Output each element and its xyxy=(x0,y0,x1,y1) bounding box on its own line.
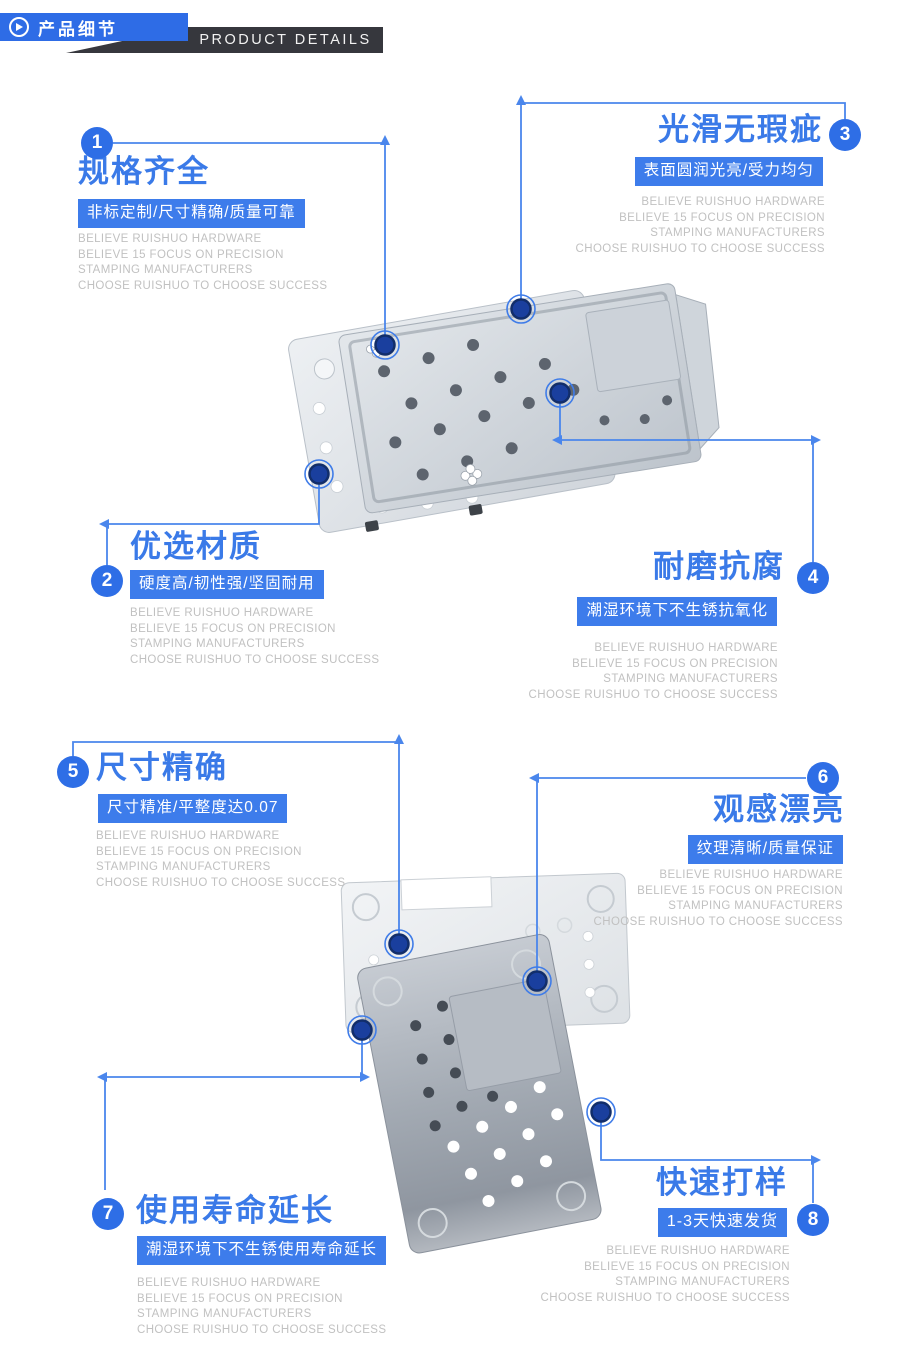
english-line: STAMPING MANUFACTURERS xyxy=(78,264,253,276)
english-line: STAMPING MANUFACTURERS xyxy=(603,673,778,685)
feature-7-tag: 潮湿环境下不生锈使用寿命延长 xyxy=(137,1236,387,1265)
english-line: STAMPING MANUFACTURERS xyxy=(668,900,843,912)
feature-1-title: 规格齐全 xyxy=(78,154,210,189)
callout-dot xyxy=(370,330,400,360)
callout-dot xyxy=(506,294,536,324)
english-line: BELIEVE 15 FOCUS ON PRECISION xyxy=(637,884,843,897)
feature-2-english: BELIEVE RUISHUO HARDWARE BELIEVE 15 FOCU… xyxy=(130,606,379,668)
english-line: BELIEVE RUISHUO HARDWARE xyxy=(606,1245,790,1257)
english-line: CHOOSE RUISHUO TO CHOOSE SUCCESS xyxy=(137,1323,387,1336)
feature-4-title: 耐磨抗腐 xyxy=(653,549,785,584)
feature-6-number: 6 xyxy=(807,762,839,794)
english-line: BELIEVE RUISHUO HARDWARE xyxy=(78,233,262,245)
english-line: BELIEVE RUISHUO HARDWARE xyxy=(641,196,825,208)
play-circle-icon xyxy=(9,17,29,37)
english-line: STAMPING MANUFACTURERS xyxy=(615,1276,790,1288)
feature-1-english: BELIEVE RUISHUO HARDWARE BELIEVE 15 FOCU… xyxy=(78,232,327,294)
feature-6-english: BELIEVE RUISHUO HARDWARE BELIEVE 15 FOCU… xyxy=(594,868,843,930)
callout-line-8 xyxy=(600,1117,814,1203)
english-line: BELIEVE RUISHUO HARDWARE xyxy=(137,1277,321,1289)
feature-2-number: 2 xyxy=(91,565,123,597)
english-line: CHOOSE RUISHUO TO CHOOSE SUCCESS xyxy=(528,688,778,701)
feature-7-title: 使用寿命延长 xyxy=(136,1193,334,1228)
english-line: CHOOSE RUISHUO TO CHOOSE SUCCESS xyxy=(78,279,328,292)
feature-8-english: BELIEVE RUISHUO HARDWARE BELIEVE 15 FOCU… xyxy=(541,1244,790,1306)
english-line: STAMPING MANUFACTURERS xyxy=(650,227,825,239)
english-line: CHOOSE RUISHUO TO CHOOSE SUCCESS xyxy=(575,242,825,255)
banner-title-en: PRODUCT DETAILS xyxy=(199,32,372,48)
feature-7-number: 7 xyxy=(92,1198,124,1230)
feature-4-english: BELIEVE RUISHUO HARDWARE BELIEVE 15 FOCU… xyxy=(529,641,778,703)
callout-line-3 xyxy=(520,102,846,299)
feature-8-tag: 1-3天快速发货 xyxy=(657,1208,787,1237)
feature-6-title: 观感漂亮 xyxy=(713,792,845,827)
english-line: CHOOSE RUISHUO TO CHOOSE SUCCESS xyxy=(96,876,346,889)
callout-arrowheads xyxy=(97,95,821,1165)
callout-dot xyxy=(304,459,334,489)
callout-line-7 xyxy=(104,1036,363,1190)
callout-dots xyxy=(304,294,616,1127)
english-line: BELIEVE 15 FOCUS ON PRECISION xyxy=(96,845,302,858)
english-line: BELIEVE RUISHUO HARDWARE xyxy=(659,869,843,881)
feature-1-number: 1 xyxy=(81,127,113,159)
callout-line-2 xyxy=(106,479,320,565)
feature-1-tag: 非标定制/尺寸精确/质量可靠 xyxy=(78,199,305,228)
callout-dot xyxy=(545,378,575,408)
feature-2-tag: 硬度高/韧性强/坚固耐用 xyxy=(130,570,324,599)
english-line: CHOOSE RUISHUO TO CHOOSE SUCCESS xyxy=(540,1291,790,1304)
english-line: STAMPING MANUFACTURERS xyxy=(137,1308,312,1320)
english-line: CHOOSE RUISHUO TO CHOOSE SUCCESS xyxy=(593,915,843,928)
english-line: BELIEVE RUISHUO HARDWARE xyxy=(96,830,280,842)
blue-banner: 产品细节 xyxy=(0,13,188,41)
feature-4-number: 4 xyxy=(797,562,829,594)
english-line: BELIEVE RUISHUO HARDWARE xyxy=(130,607,314,619)
feature-5-number: 5 xyxy=(57,756,89,788)
feature-5-title: 尺寸精确 xyxy=(96,750,228,785)
feature-3-english: BELIEVE RUISHUO HARDWARE BELIEVE 15 FOCU… xyxy=(576,195,825,257)
english-line: CHOOSE RUISHUO TO CHOOSE SUCCESS xyxy=(130,653,380,666)
feature-3-number: 3 xyxy=(829,119,861,151)
english-line: BELIEVE 15 FOCUS ON PRECISION xyxy=(572,657,778,670)
feature-4-tag: 潮湿环境下不生锈抗氧化 xyxy=(577,597,777,626)
product-photo-2 xyxy=(340,872,631,1254)
feature-3-title: 光滑无瑕疵 xyxy=(658,112,823,147)
feature-5-english: BELIEVE RUISHUO HARDWARE BELIEVE 15 FOCU… xyxy=(96,829,345,891)
english-line: BELIEVE 15 FOCUS ON PRECISION xyxy=(584,1260,790,1273)
callout-dot xyxy=(522,966,552,996)
english-line: BELIEVE RUISHUO HARDWARE xyxy=(594,642,778,654)
english-line: BELIEVE 15 FOCUS ON PRECISION xyxy=(619,211,825,224)
english-line: BELIEVE 15 FOCUS ON PRECISION xyxy=(130,622,336,635)
feature-7-english: BELIEVE RUISHUO HARDWARE BELIEVE 15 FOCU… xyxy=(137,1276,386,1338)
callout-dot xyxy=(586,1097,616,1127)
callout-dot xyxy=(347,1015,377,1045)
product-photo-1 xyxy=(288,283,720,533)
feature-8-number: 8 xyxy=(797,1204,829,1236)
english-line: STAMPING MANUFACTURERS xyxy=(130,638,305,650)
feature-5-tag: 尺寸精准/平整度达0.07 xyxy=(98,794,288,823)
feature-8-title: 快速打样 xyxy=(656,1165,788,1200)
callout-dot xyxy=(384,929,414,959)
feature-6-tag: 纹理清晰/质量保证 xyxy=(687,835,843,864)
callout-line-4 xyxy=(559,399,814,562)
english-line: BELIEVE 15 FOCUS ON PRECISION xyxy=(78,248,284,261)
callout-line-5 xyxy=(72,741,400,937)
english-line: BELIEVE 15 FOCUS ON PRECISION xyxy=(137,1292,343,1305)
banner-title-cn: 产品细节 xyxy=(38,19,118,39)
dark-banner xyxy=(66,27,383,53)
feature-3-tag: 表面圆润光亮/受力均匀 xyxy=(634,157,823,186)
english-line: STAMPING MANUFACTURERS xyxy=(96,861,271,873)
feature-2-title: 优选材质 xyxy=(130,529,262,564)
callout-lines xyxy=(72,102,846,1203)
